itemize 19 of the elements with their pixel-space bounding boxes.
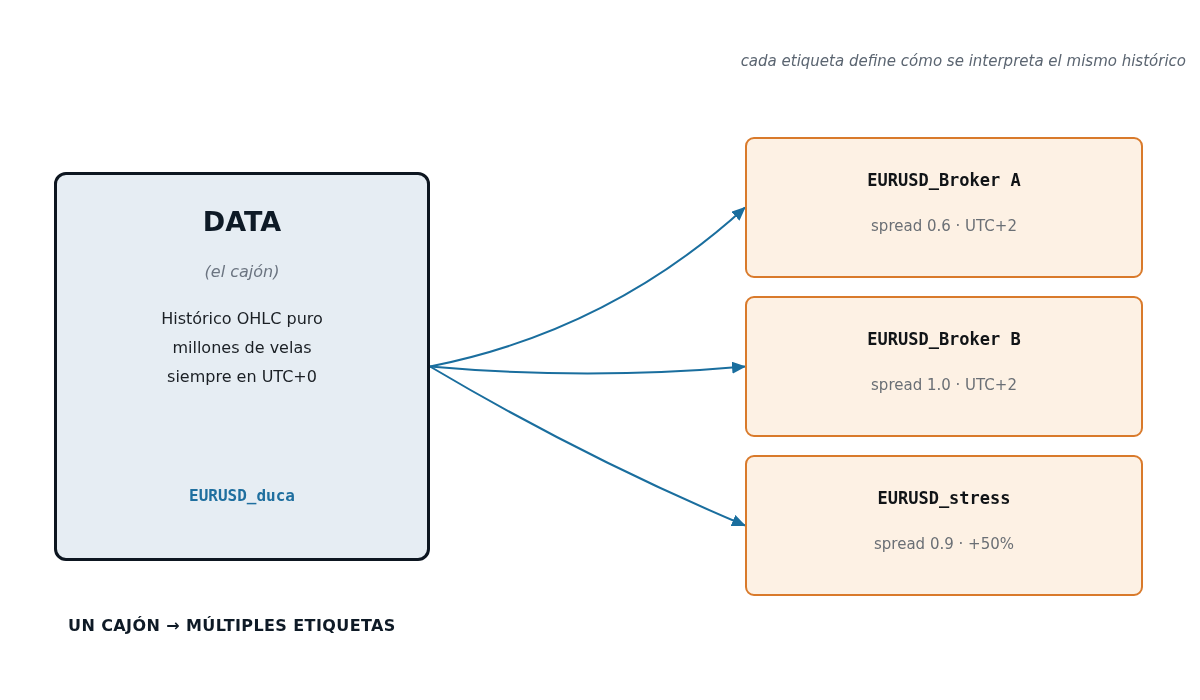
label-box [745,296,1143,437]
box-title: DATA [202,205,282,239]
symbol-name: EURUSD_stress [877,487,1011,509]
label-box [745,455,1143,596]
arrow [429,365,746,527]
spread-detail: spread 1.0 · UTC+2 [871,375,1017,395]
data-box [54,172,430,561]
arrow [429,361,746,375]
label-box [745,137,1143,278]
box-description: Histórico OHLC puro millones de velas siempre en UTC+0 [160,308,324,388]
symbol-name: EURUSD_Broker A [867,169,1021,191]
spread-detail: spread 0.6 · UTC+2 [871,216,1017,236]
note-text: cada etiqueta define cómo se interpreta el mismo histórico [740,51,1186,72]
symbol-name: EURUSD_duca [189,485,295,507]
spread-detail: spread 0.9 · +50% [874,534,1014,554]
box-subtitle: (el cajón) [204,261,280,283]
caption-text: UN CAJÓN → MÚLTIPLES ETIQUETAS [68,615,396,637]
arrow [429,206,746,368]
symbol-name: EURUSD_Broker B [867,328,1021,350]
